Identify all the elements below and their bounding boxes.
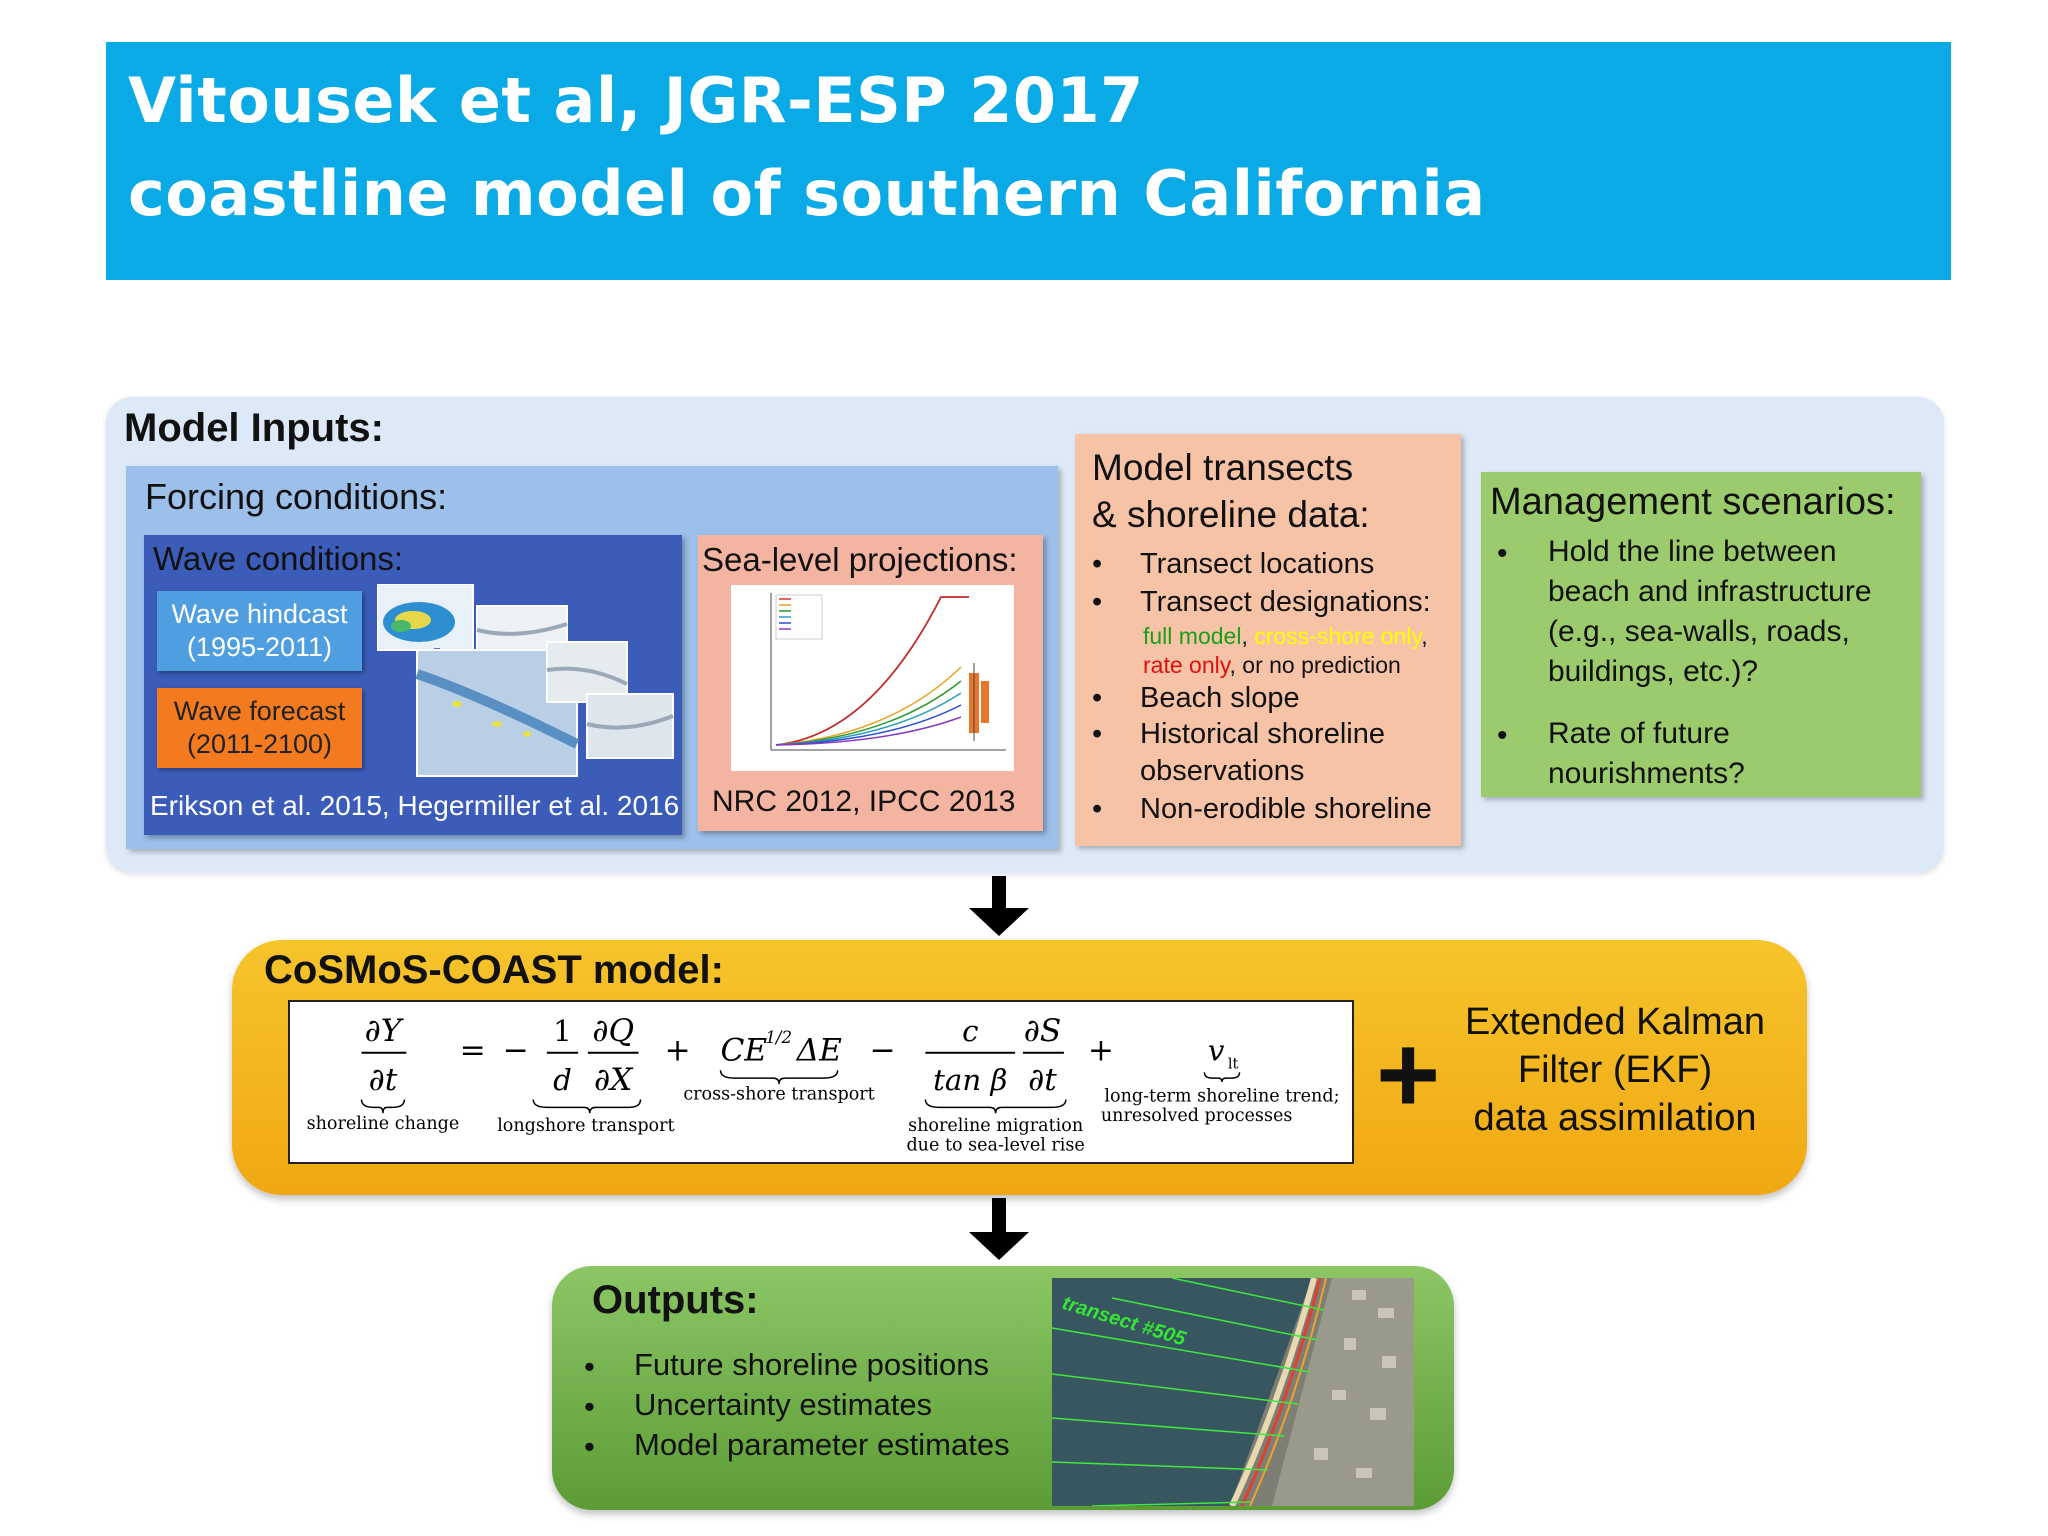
eq-minus-1: −	[503, 1033, 529, 1069]
eq-plus-1: +	[665, 1033, 691, 1069]
slide-title-line-1: Vitousek et al, JGR-ESP 2017	[128, 64, 1144, 137]
down-arrow-2-stem	[992, 1198, 1006, 1234]
transect-item: Transect locations	[1140, 548, 1375, 580]
ekf-line-1: Extended Kalman	[1465, 1001, 1765, 1043]
eq-c: c	[962, 1014, 978, 1048]
down-arrow-2-icon	[969, 1232, 1029, 1260]
output-bullet: •	[584, 1389, 595, 1424]
cosmos-coast-model-heading: CoSMoS-COAST model:	[264, 948, 724, 992]
shoreline-change-equation: ∂Y ∂t shoreline change = − 1 d ∂Q ∂X lon…	[288, 1000, 1354, 1164]
management-item-1-line: Hold the line between	[1548, 535, 1837, 568]
eq-one: 1	[553, 1014, 572, 1048]
eq-label-trend-2: unresolved processes	[1101, 1106, 1292, 1126]
plus-sign: +	[1376, 1013, 1441, 1136]
model-transects-heading-line-1: Model transects	[1092, 447, 1354, 488]
designation-rate-only: rate only	[1143, 652, 1230, 678]
eq-label-slr-1: shoreline migration	[908, 1116, 1083, 1136]
designation-cross-shore-only: cross-shore only	[1254, 623, 1422, 649]
management-item-1-line: beach and infrastructure	[1548, 575, 1872, 608]
wave-forecast-years: (2011-2100)	[186, 729, 333, 759]
model-inputs-heading: Model Inputs:	[124, 406, 384, 450]
shoreline-aerial-photo	[1052, 1278, 1414, 1506]
eq-tan-beta: tan β	[933, 1063, 1007, 1097]
wave-conditions-heading: Wave conditions:	[153, 540, 404, 577]
eq-dX: ∂X	[594, 1062, 634, 1098]
output-item: Uncertainty estimates	[634, 1387, 933, 1422]
eq-dt-2: ∂t	[1028, 1062, 1057, 1098]
eq-dQ: ∂Q	[592, 1013, 634, 1049]
sea-level-projections-heading: Sea-level projections:	[702, 541, 1018, 578]
eq-dS: ∂S	[1024, 1013, 1062, 1049]
wave-hindcast-box: Wave hindcast (1995-2011)	[157, 591, 362, 671]
eq-plus-2: +	[1088, 1033, 1114, 1069]
down-arrow-1-stem	[992, 876, 1006, 910]
model-transects-heading: Model transects & shoreline data:	[1092, 444, 1370, 538]
management-item-2-line: nourishments?	[1548, 757, 1745, 790]
designations-line-1: full model, cross-shore only,	[1143, 623, 1428, 649]
management-item-1-line: (e.g., sea-walls, roads,	[1548, 615, 1850, 648]
eq-dt: ∂t	[369, 1062, 398, 1098]
eq-dE: ΔE	[796, 1033, 843, 1069]
down-arrow-1-icon	[969, 908, 1029, 936]
transect-item: Non-erodible shoreline	[1140, 793, 1432, 825]
eq-label-trend-1: long-term shoreline trend;	[1104, 1087, 1339, 1107]
management-item-2-line: Rate of future	[1548, 717, 1730, 750]
transect-item: observations	[1140, 755, 1305, 787]
eq-d: d	[553, 1063, 572, 1097]
eq-CE: CE	[721, 1033, 768, 1069]
management-bullet: •	[1497, 719, 1508, 752]
ekf-line-2: Filter (EKF)	[1517, 1049, 1713, 1091]
model-transects-box	[1075, 434, 1461, 846]
eq-equals: =	[460, 1033, 486, 1069]
management-scenarios-box	[1481, 472, 1921, 797]
transect-item: Beach slope	[1140, 682, 1300, 714]
wave-forecast-label: Wave forecast	[173, 696, 346, 726]
management-item-1-line: buildings, etc.)?	[1548, 655, 1759, 688]
eq-minus-2: −	[869, 1033, 895, 1069]
output-item: Model parameter estimates	[634, 1427, 1010, 1462]
ekf-line-3: data assimilation	[1473, 1097, 1757, 1139]
eq-half: 1/2	[765, 1028, 792, 1047]
transect-item: Transect designations:	[1140, 586, 1431, 618]
eq-label-cross-shore: cross-shore transport	[683, 1085, 874, 1105]
model-transects-heading-line-2: & shoreline data:	[1092, 494, 1370, 535]
output-bullet: •	[584, 1429, 595, 1464]
title-banner: Vitousek et al, JGR-ESP 2017 coastline m…	[106, 42, 1951, 280]
sea-level-citation: NRC 2012, IPCC 2013	[712, 785, 1016, 818]
eq-dY: ∂Y	[365, 1013, 405, 1049]
sea-level-chart-image	[731, 585, 1014, 771]
management-scenarios-heading: Management scenarios:	[1490, 481, 1896, 523]
transect-item: Historical shoreline	[1140, 718, 1385, 750]
wave-hindcast-years: (1995-2011)	[186, 632, 333, 662]
wave-citation: Erikson et al. 2015, Hegermiller et al. …	[150, 790, 680, 821]
designation-rest: , or no prediction	[1229, 652, 1401, 678]
eq-label-slr-2: due to sea-level rise	[906, 1135, 1084, 1155]
slide-title-line-2: coastline model of southern California	[128, 157, 1486, 230]
eq-label-longshore: longshore transport	[497, 1116, 674, 1136]
output-item: Future shoreline positions	[634, 1347, 989, 1382]
forcing-conditions-heading: Forcing conditions:	[145, 476, 448, 517]
wave-hindcast-label: Wave hindcast	[171, 599, 348, 629]
wave-model-maps-image	[377, 584, 674, 777]
eq-lt: lt	[1228, 1055, 1239, 1072]
eq-label-shoreline-change: shoreline change	[307, 1114, 460, 1134]
designation-full-model: full model	[1143, 623, 1242, 649]
outputs-heading: Outputs:	[592, 1278, 759, 1322]
ekf-description: Extended Kalman Filter (EKF) data assimi…	[1440, 998, 1790, 1142]
eq-v: v	[1208, 1034, 1225, 1068]
wave-forecast-box: Wave forecast (2011-2100)	[157, 688, 362, 768]
designations-line-2: rate only, or no prediction	[1143, 652, 1401, 679]
output-bullet: •	[584, 1349, 595, 1384]
management-bullet: •	[1497, 537, 1508, 570]
